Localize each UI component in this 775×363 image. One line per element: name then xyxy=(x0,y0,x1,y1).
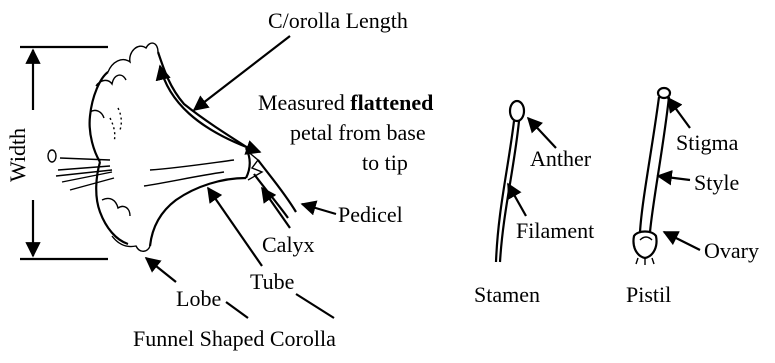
pistil-label: Pistil xyxy=(626,282,671,307)
lobe-arrow xyxy=(146,258,176,282)
anther-arrow xyxy=(528,118,556,148)
stamen-label: Stamen xyxy=(474,282,540,307)
filament-label: Filament xyxy=(516,218,594,243)
measured-line-3: to tip xyxy=(362,150,408,175)
stigma-label: Stigma xyxy=(676,130,739,155)
width-label: Width xyxy=(5,128,30,182)
ovary-label: Ovary xyxy=(704,238,759,263)
style-label: Style xyxy=(694,170,739,195)
filament-arrow xyxy=(508,184,526,216)
measured-line-1: Measured flattened xyxy=(258,90,433,115)
width-dimension: Width xyxy=(5,47,108,259)
tube-arrow xyxy=(208,188,262,266)
calyx-arrow xyxy=(262,188,290,228)
lobe-label: Lobe xyxy=(176,286,221,311)
style-arrow xyxy=(658,176,690,180)
pedicel-label: Pedicel xyxy=(338,202,403,227)
corolla-length-label: C/orolla Length xyxy=(268,8,408,33)
funnel-pointer-left xyxy=(226,302,248,318)
calyx-label: Calyx xyxy=(262,232,315,257)
corolla-length-arrow xyxy=(160,66,260,152)
tube-label: Tube xyxy=(250,269,294,294)
ovary-arrow xyxy=(664,232,700,250)
funnel-pointer-right xyxy=(296,294,334,318)
anther-label: Anther xyxy=(530,146,592,171)
funnel-flower-drawing xyxy=(48,43,296,251)
stigma-arrow xyxy=(668,98,690,128)
funnel-corolla-label: Funnel Shaped Corolla xyxy=(133,326,336,351)
pedicel-arrow xyxy=(302,204,336,214)
measured-line-2: petal from base xyxy=(290,120,426,145)
